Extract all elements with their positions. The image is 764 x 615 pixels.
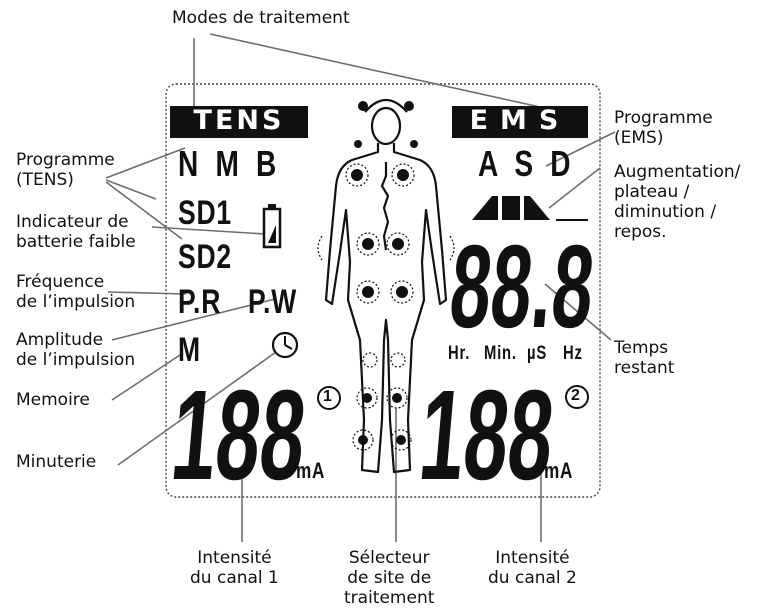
label-ems-program: Programme(EMS) — [614, 108, 713, 148]
label-ramp-plateau: Augmentation/plateau /diminution /repos. — [614, 162, 740, 242]
label-treatment-modes: Modes de traitement — [172, 8, 350, 28]
label-tens-program: Programme(TENS) — [16, 150, 115, 190]
label-memory: Memoire — [16, 390, 90, 410]
label-timer: Minuterie — [16, 452, 96, 472]
